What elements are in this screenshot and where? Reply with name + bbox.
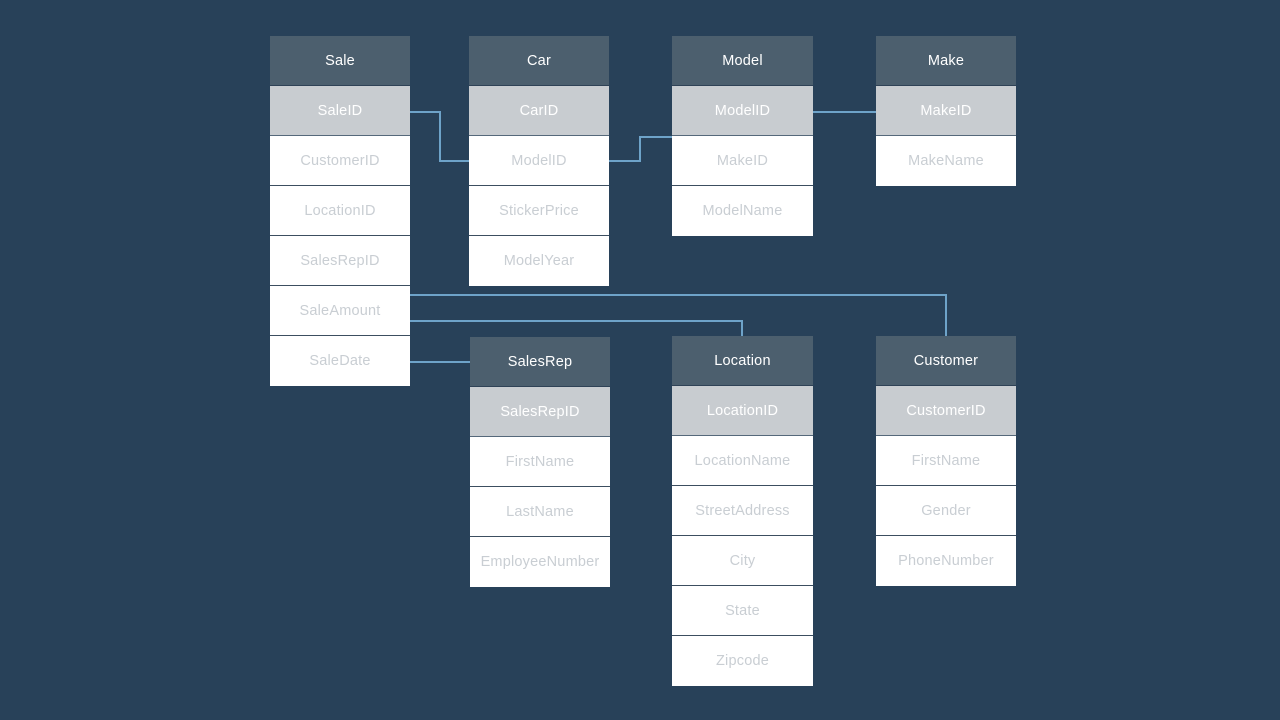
primary-key-field-customer-0[interactable]: CustomerID	[876, 386, 1016, 436]
connector-sale-car	[410, 111, 469, 162]
field-location-5[interactable]: Zipcode	[672, 636, 813, 686]
field-location-1[interactable]: LocationName	[672, 436, 813, 486]
field-model-1[interactable]: MakeID	[672, 136, 813, 186]
field-sale-5[interactable]: SaleDate	[270, 336, 410, 386]
connector-car-model	[609, 136, 672, 162]
entity-title-model: Model	[672, 36, 813, 86]
connector-sale-location	[410, 320, 743, 336]
field-customer-3[interactable]: PhoneNumber	[876, 536, 1016, 586]
entity-title-customer: Customer	[876, 336, 1016, 386]
entity-title-location: Location	[672, 336, 813, 386]
primary-key-field-location-0[interactable]: LocationID	[672, 386, 813, 436]
field-location-3[interactable]: City	[672, 536, 813, 586]
field-sale-4[interactable]: SaleAmount	[270, 286, 410, 336]
field-customer-1[interactable]: FirstName	[876, 436, 1016, 486]
primary-key-field-model-0[interactable]: ModelID	[672, 86, 813, 136]
connector-sale-customer	[410, 294, 947, 336]
primary-key-field-car-0[interactable]: CarID	[469, 86, 609, 136]
field-car-3[interactable]: ModelYear	[469, 236, 609, 286]
field-salesrep-2[interactable]: LastName	[470, 487, 610, 537]
field-sale-2[interactable]: LocationID	[270, 186, 410, 236]
entity-title-salesrep: SalesRep	[470, 337, 610, 387]
field-location-4[interactable]: State	[672, 586, 813, 636]
field-customer-2[interactable]: Gender	[876, 486, 1016, 536]
entity-title-car: Car	[469, 36, 609, 86]
field-salesrep-3[interactable]: EmployeeNumber	[470, 537, 610, 587]
primary-key-field-salesrep-0[interactable]: SalesRepID	[470, 387, 610, 437]
field-car-1[interactable]: ModelID	[469, 136, 609, 186]
primary-key-field-make-0[interactable]: MakeID	[876, 86, 1016, 136]
primary-key-field-sale-0[interactable]: SaleID	[270, 86, 410, 136]
field-location-2[interactable]: StreetAddress	[672, 486, 813, 536]
field-make-1[interactable]: MakeName	[876, 136, 1016, 186]
entity-title-make: Make	[876, 36, 1016, 86]
field-sale-3[interactable]: SalesRepID	[270, 236, 410, 286]
field-sale-1[interactable]: CustomerID	[270, 136, 410, 186]
field-car-2[interactable]: StickerPrice	[469, 186, 609, 236]
field-salesrep-1[interactable]: FirstName	[470, 437, 610, 487]
field-model-2[interactable]: ModelName	[672, 186, 813, 236]
entity-title-sale: Sale	[270, 36, 410, 86]
